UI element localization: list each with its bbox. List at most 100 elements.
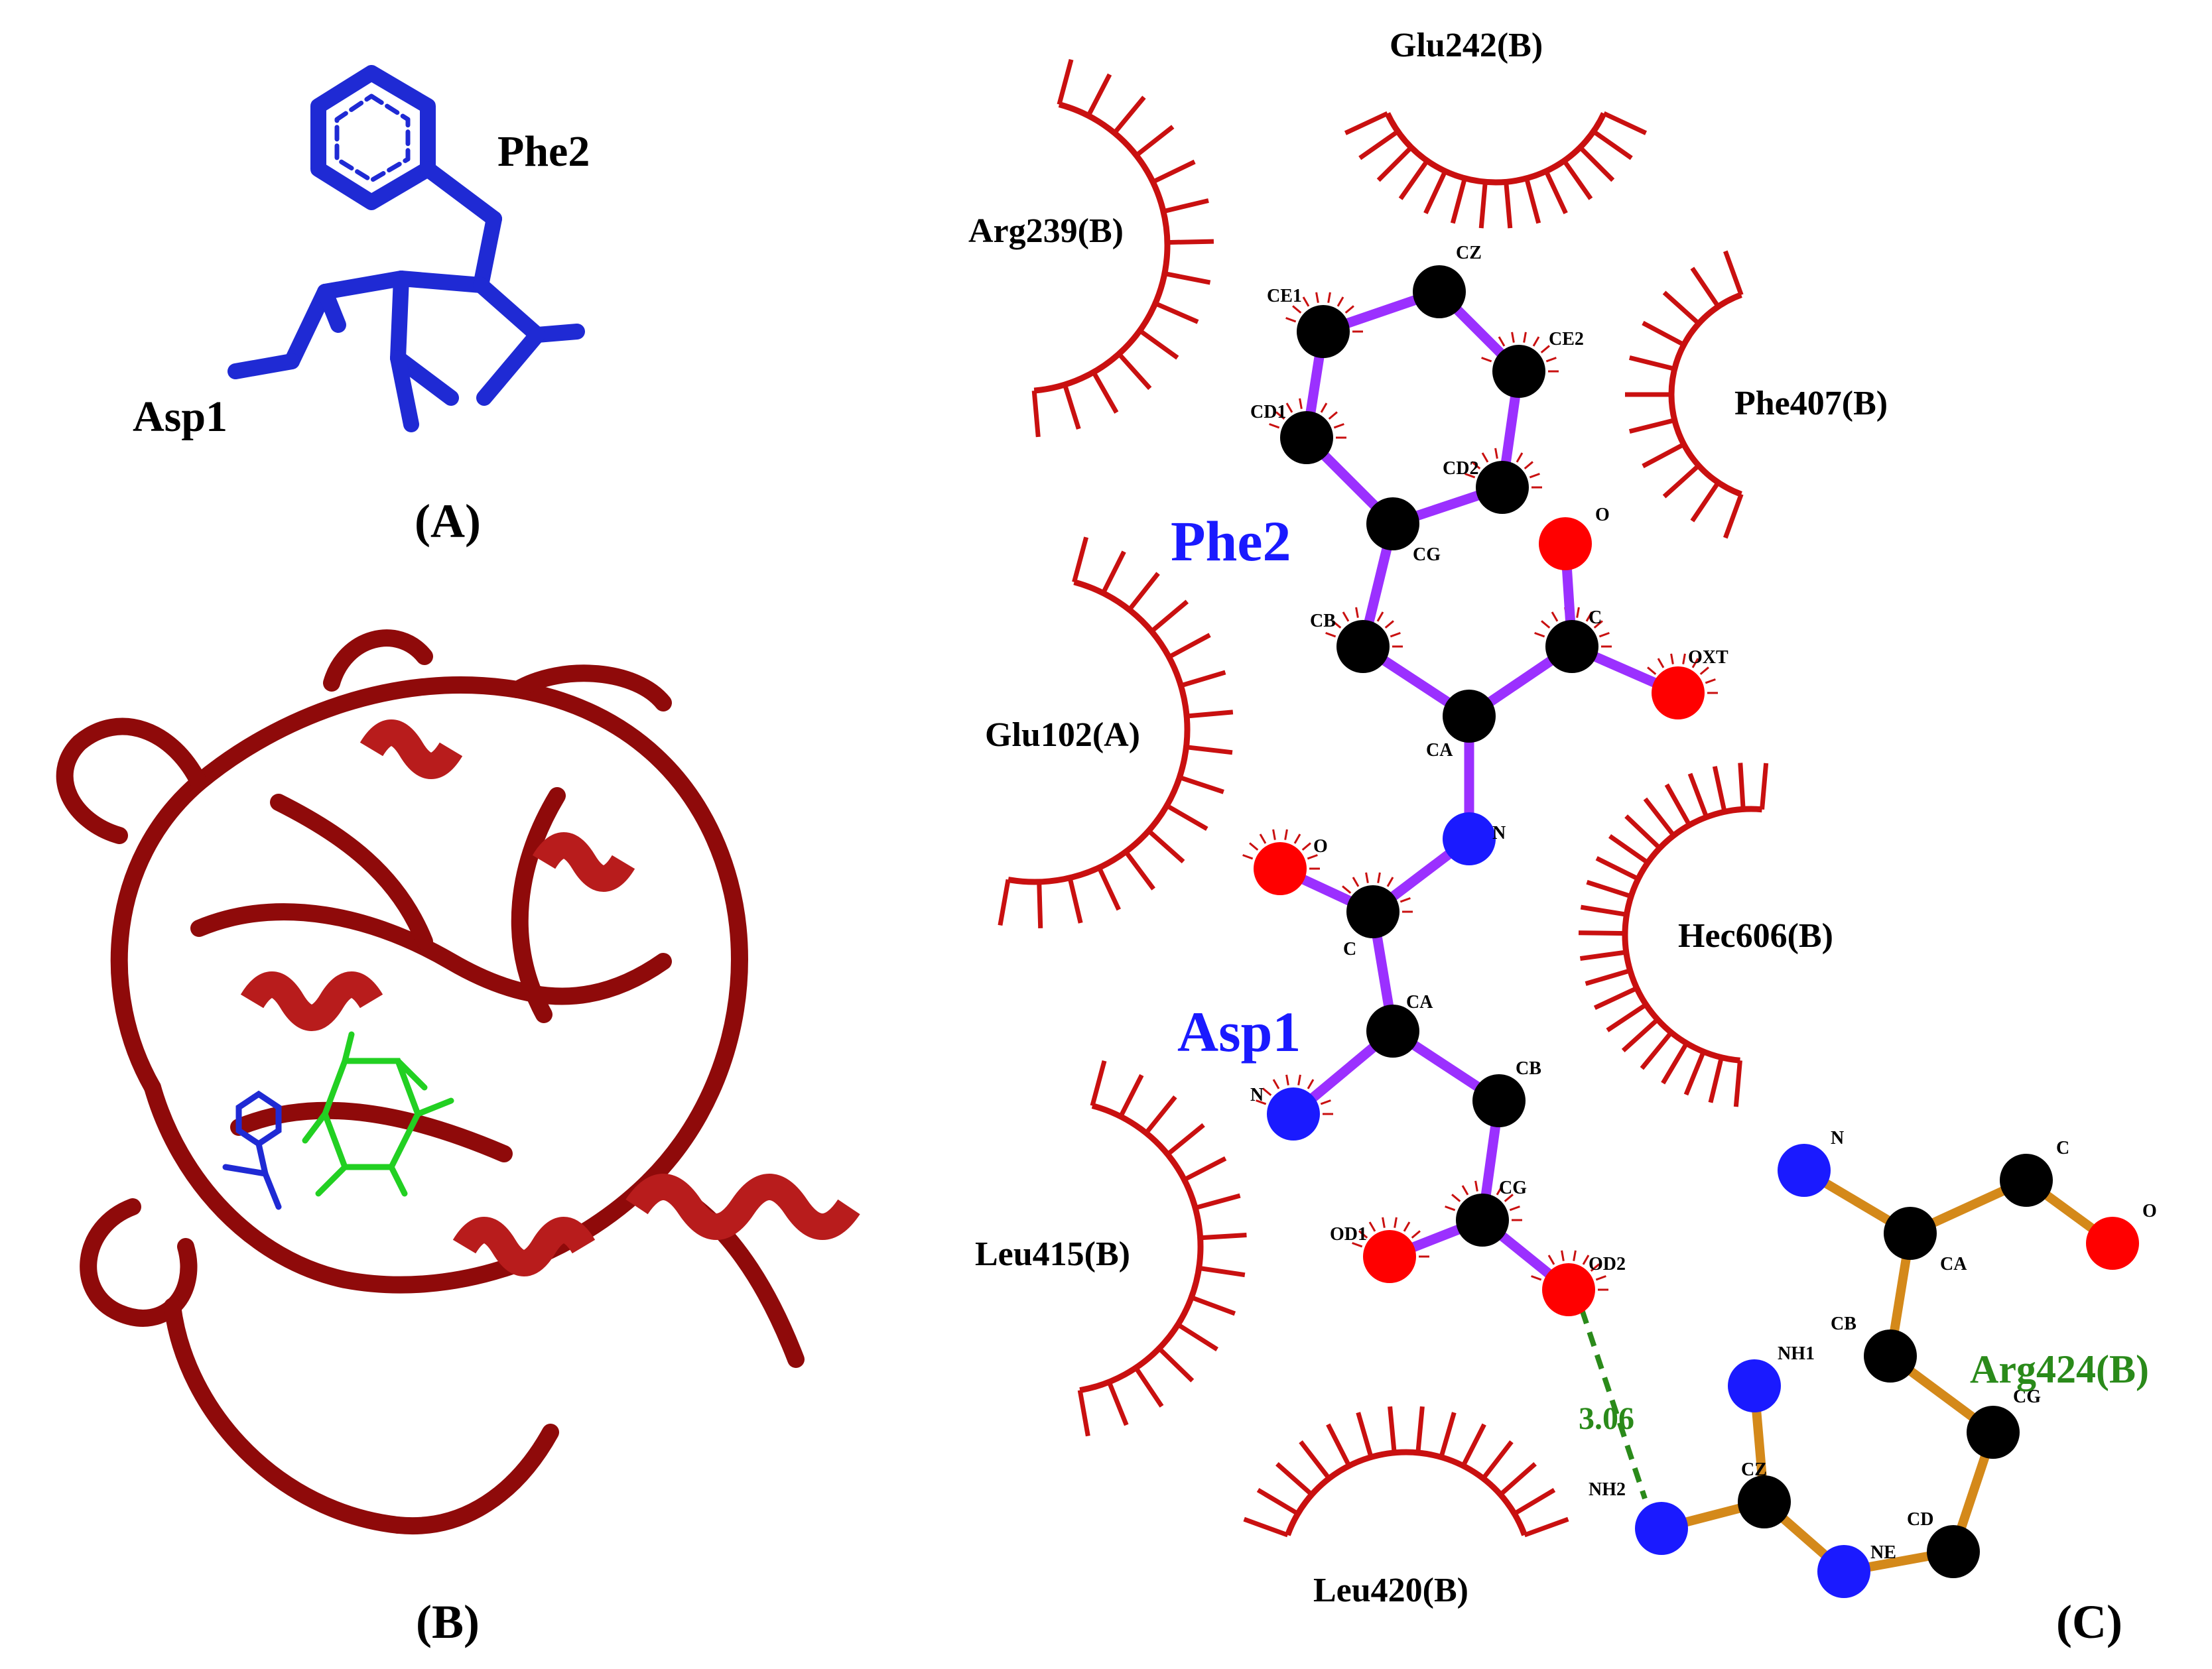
hydrophobic-spoke xyxy=(1580,904,1628,917)
atom-contact-spoke xyxy=(1494,448,1498,459)
atom-contact-spoke xyxy=(1529,473,1540,479)
hydrophobic-spoke xyxy=(1124,850,1155,891)
atom-contact-spoke xyxy=(1272,1079,1280,1089)
hydrophobic-spoke xyxy=(1299,1440,1331,1480)
hydrophobic-spoke xyxy=(1683,1050,1706,1096)
hydrophobic-spoke xyxy=(1165,803,1208,832)
atom-contact-spoke xyxy=(1595,1275,1606,1281)
atom-contact-spoke xyxy=(1593,620,1603,629)
atom-contact-spoke xyxy=(1585,611,1593,622)
ligand-atom xyxy=(1413,265,1466,318)
ligand-atom-label: N xyxy=(1492,823,1506,843)
atom-contact-spoke xyxy=(1682,653,1686,664)
hydrophobic-spoke xyxy=(1243,1516,1289,1538)
hbond-distance: 3.06 xyxy=(1579,1401,1634,1436)
panel-b-protein-ribbon xyxy=(56,629,860,1535)
hbond-residue-label: Arg424(B) xyxy=(1970,1347,2149,1391)
hydrophobic-spoke xyxy=(1200,1232,1247,1241)
ligand-label-phe2: Phe2 xyxy=(1171,509,1291,573)
contact-label-glu102: Glu102(A) xyxy=(985,716,1140,754)
panel-b-caption: (B) xyxy=(416,1595,480,1648)
atom-contact-spoke xyxy=(1516,452,1524,463)
atom-contact-spoke xyxy=(1394,1217,1398,1228)
atom-contact-spoke xyxy=(1262,1087,1272,1096)
atom-contact-spoke xyxy=(1301,842,1311,851)
atom-contact-spoke xyxy=(1534,632,1545,638)
atom-contact-spoke xyxy=(1358,1230,1368,1239)
hydrophobic-spoke xyxy=(1186,745,1233,755)
hydrophobic-spoke xyxy=(1118,1074,1144,1118)
ligand-atom-label: CE1 xyxy=(1267,286,1302,306)
ligand-atom xyxy=(1366,497,1419,550)
stick-bond xyxy=(393,271,489,293)
hydrophobic-spoke xyxy=(1151,159,1196,184)
hydrophobic-spoke xyxy=(1138,328,1179,360)
stick-bond xyxy=(228,353,300,379)
atom-contact-spoke xyxy=(1315,292,1319,303)
ligand-atom xyxy=(1539,517,1592,570)
atom-contact-spoke xyxy=(1302,296,1310,307)
hydrophobic-spoke xyxy=(1072,536,1089,583)
hydrophobic-spoke xyxy=(1415,1406,1425,1453)
hydrophobic-spoke xyxy=(1117,352,1152,391)
arg-atom-label: CD xyxy=(1907,1509,1933,1530)
arg-atom xyxy=(1738,1475,1791,1528)
ligand-atom xyxy=(1297,305,1350,358)
hydrophobic-spoke xyxy=(1661,1042,1689,1085)
hydrophobic-spoke xyxy=(998,879,1011,926)
contact-label-glu242: Glu242(B) xyxy=(1390,27,1543,64)
atom-contact-spoke xyxy=(1320,1099,1331,1105)
atom-contact-spoke xyxy=(1328,411,1338,420)
atom-contact-spoke xyxy=(1256,1099,1267,1105)
ligand-atom xyxy=(1267,1087,1320,1141)
contact-label-leu415: Leu415(B) xyxy=(975,1235,1130,1273)
ligand-atom-label: CA xyxy=(1406,992,1433,1013)
hydrophobic-spoke xyxy=(1344,111,1389,135)
hydrophobic-arc xyxy=(1622,806,1762,1064)
contact-label-hec606: Hec606(B) xyxy=(1678,917,1833,955)
hydrophobic-spoke xyxy=(1579,950,1627,961)
ligand-atom-label: CZ xyxy=(1456,243,1482,263)
contact-label-arg239: Arg239(B) xyxy=(968,212,1124,250)
hydrophobic-spoke xyxy=(1164,271,1211,285)
arg-atom xyxy=(1864,1329,1917,1383)
hydrophobic-spoke xyxy=(1524,177,1541,224)
ligand-atom xyxy=(1443,690,1496,743)
ligand-atom xyxy=(1472,1074,1526,1127)
ligand-atom-label: OD2 xyxy=(1589,1254,1626,1274)
atom-contact-spoke xyxy=(1333,423,1344,429)
arg-atom-label: CG xyxy=(2013,1387,2041,1407)
atom-contact-spoke xyxy=(1590,1263,1600,1272)
atom-contact-spoke xyxy=(1461,1185,1469,1196)
atom-contact-spoke xyxy=(1368,1221,1376,1232)
atom-contact-spoke xyxy=(1384,620,1394,629)
hydrophobic-spoke xyxy=(1086,73,1112,117)
atom-contact-spoke xyxy=(1325,632,1336,638)
ligand-atom xyxy=(1476,461,1529,514)
hydrophobic-spoke xyxy=(1608,834,1650,865)
ligand-label-asp1: Asp1 xyxy=(1177,1000,1301,1064)
arg-atom xyxy=(1884,1207,1937,1260)
hydrophobic-spoke xyxy=(1376,145,1413,182)
hydrophobic-spoke xyxy=(1602,111,1648,135)
hydrophobic-spoke xyxy=(1057,58,1074,105)
hydrophobic-spoke xyxy=(1690,481,1721,523)
hydrophobic-spoke xyxy=(1127,572,1160,611)
ligand-atom xyxy=(1456,1194,1509,1247)
arg-atom xyxy=(1778,1144,1831,1197)
atom-contact-spoke xyxy=(1481,452,1489,463)
atom-contact-spoke xyxy=(1451,1194,1461,1202)
atom-contact-spoke xyxy=(1504,1194,1514,1202)
hydrophobic-spoke xyxy=(1167,633,1211,659)
atom-contact-spoke xyxy=(1532,336,1540,347)
hydrophobic-spoke xyxy=(1481,1440,1514,1480)
panel-a-caption: (A) xyxy=(415,495,481,548)
hydrophobic-spoke xyxy=(1723,493,1744,539)
hydrophobic-spoke xyxy=(1166,1123,1205,1156)
arg-atom xyxy=(1728,1359,1781,1412)
arg-atom xyxy=(2000,1154,2053,1207)
ligand-atom xyxy=(1363,1230,1416,1283)
hydrophobic-spoke xyxy=(1186,710,1234,719)
